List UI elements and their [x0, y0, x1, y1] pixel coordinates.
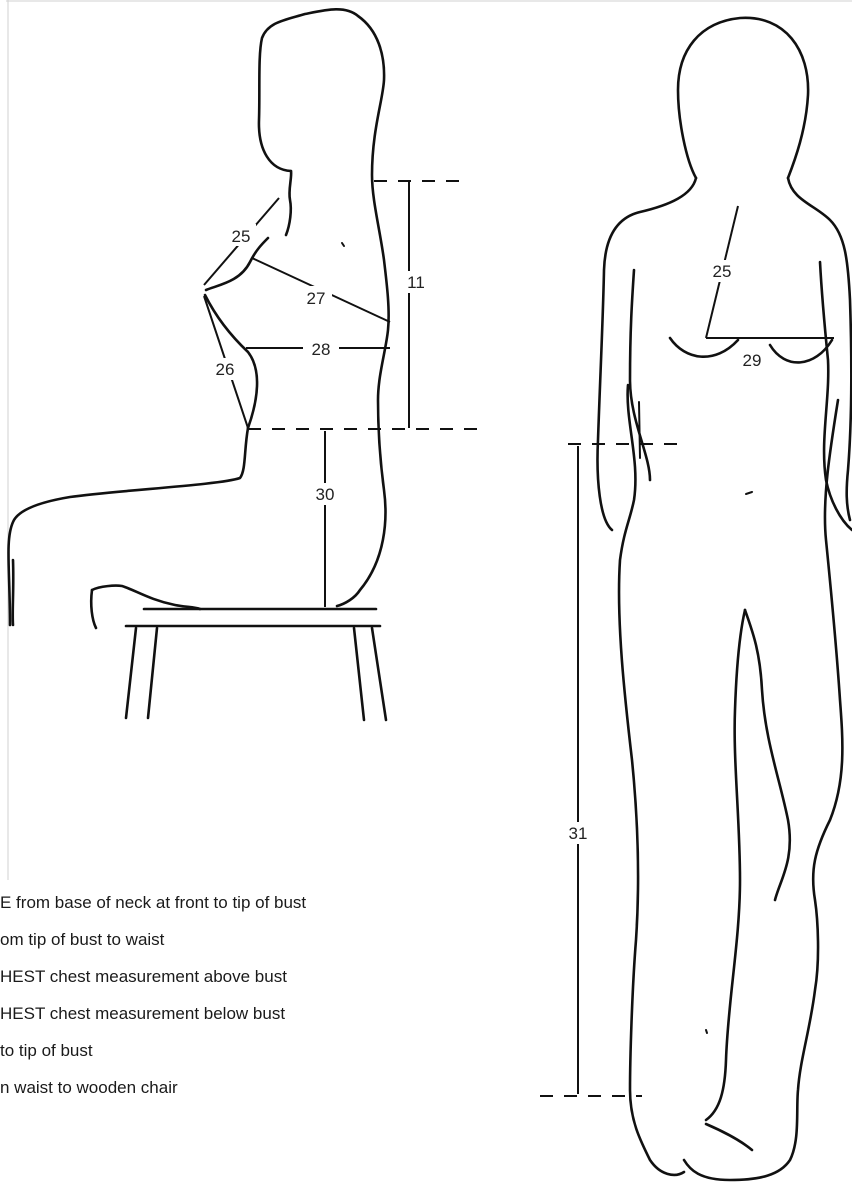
seated-figure-hand-outline — [92, 586, 200, 609]
standing-figure-hand-mark — [639, 402, 640, 458]
wooden-chair — [126, 609, 386, 720]
seated-figure-back-stroke — [342, 243, 344, 246]
label-27: 27 — [307, 289, 326, 308]
label-28: 28 — [312, 340, 331, 359]
standing-figure-head-outline — [678, 18, 808, 178]
label-30: 30 — [316, 485, 335, 504]
legend-item: to tip of bust — [0, 1032, 520, 1069]
standing-measurements: 25 29 31 — [540, 206, 834, 1096]
standing-figure-knee-mark — [706, 1030, 707, 1033]
seated-figure — [8, 9, 388, 628]
legend-item: HEST chest measurement above bust — [0, 958, 520, 995]
chair-leg-2 — [148, 628, 157, 718]
standing-figure — [598, 18, 852, 1180]
seated-figure-neck-outline — [286, 171, 291, 235]
standing-figure-left-side — [619, 385, 684, 1175]
standing-figure-navel — [746, 492, 752, 494]
standing-figure-inner-leg-left — [706, 610, 745, 1120]
standing-figure-left-bust — [670, 338, 738, 357]
seated-figure-leg-outline — [8, 428, 248, 625]
legend-item: n waist to wooden chair — [0, 1069, 520, 1106]
legend-item: om tip of bust to waist — [0, 921, 520, 958]
seated-figure-forearm-outline — [91, 590, 96, 628]
seated-measurements: 25 26 27 28 11 30 — [204, 181, 478, 607]
standing-figure-right-bust — [770, 340, 832, 362]
standing-figure-foot-line — [706, 1124, 752, 1150]
standing-figure-left-shoulder-arm — [598, 178, 696, 530]
label-11: 11 — [407, 273, 425, 292]
chair-leg-3 — [354, 628, 364, 720]
label-29: 29 — [743, 351, 762, 370]
chair-leg-1 — [126, 628, 136, 718]
measurement-legend: E from base of neck at front to tip of b… — [0, 884, 520, 1106]
label-31: 31 — [569, 824, 588, 843]
legend-item: E from base of neck at front to tip of b… — [0, 884, 520, 921]
label-25-standing: 25 — [713, 262, 732, 281]
standing-figure-inner-leg-right — [745, 610, 790, 900]
legend-item: HEST chest measurement below bust — [0, 995, 520, 1032]
standing-figure-right-shoulder-arm — [788, 178, 851, 520]
standing-figure-right-side — [684, 400, 842, 1180]
label-25-seated: 25 — [232, 227, 251, 246]
seated-figure-lower-leg-outline — [13, 560, 14, 625]
label-26: 26 — [216, 360, 235, 379]
chair-leg-4 — [372, 628, 386, 720]
